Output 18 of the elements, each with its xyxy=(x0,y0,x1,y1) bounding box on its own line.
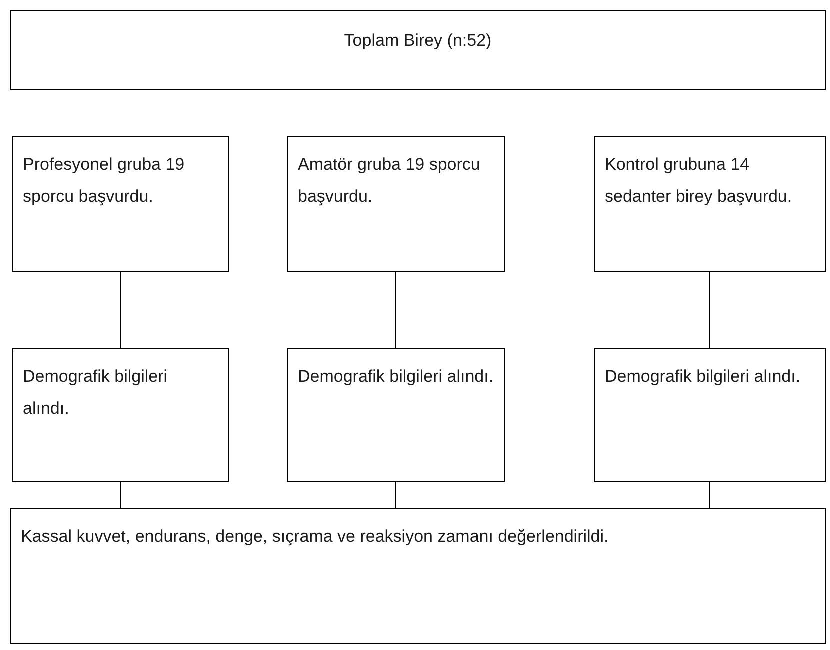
process-box xyxy=(287,136,505,272)
box-text: Demografik bilgileri alındı. xyxy=(298,366,494,388)
process-box xyxy=(594,348,826,482)
process-box xyxy=(10,508,826,644)
box-text: Toplam Birey (n:52) xyxy=(343,30,493,52)
process-box xyxy=(10,10,826,90)
box-text: Profesyonel gruba 19 sporcu başvurdu. xyxy=(23,154,186,208)
connector-line xyxy=(120,482,121,508)
box-text: Demografik bilgileri alındı. xyxy=(23,366,169,420)
box-text: Kassal kuvvet, endurans, denge, sıçrama ve reaksiyon zamanı değerlendirildi. xyxy=(21,526,610,548)
process-box xyxy=(594,136,826,272)
process-box xyxy=(12,348,229,482)
connector-line xyxy=(120,272,121,348)
box-text: Kontrol grubuna 14 sedanter birey başvurdu. xyxy=(605,154,794,208)
box-text: Demografik bilgileri alındı. xyxy=(605,366,802,388)
process-box xyxy=(287,348,505,482)
process-box xyxy=(12,136,229,272)
box-text: Amatör gruba 19 sporcu başvurdu. xyxy=(298,154,482,208)
